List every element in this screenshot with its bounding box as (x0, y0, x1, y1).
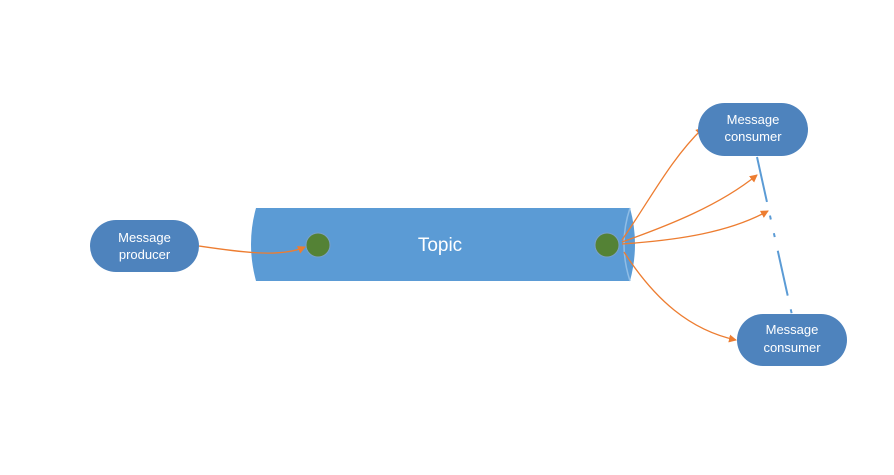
message-consumer-bottom-label-line1: Message (766, 322, 819, 337)
message-consumer-bottom-label-line2: consumer (763, 340, 821, 355)
message-dot-outbound (594, 232, 620, 258)
message-producer-label-line2: producer (119, 247, 171, 262)
arrow-topic-to-fanout-1 (621, 174, 758, 243)
arrow-topic-to-consumer-bottom (623, 251, 737, 343)
message-dot-inbound (305, 232, 331, 258)
message-consumer-node-top: Message consumer (698, 103, 808, 156)
message-producer-label-line1: Message (118, 230, 171, 245)
message-consumer-top-label-line2: consumer (724, 129, 782, 144)
arrow-topic-to-consumer-top (621, 127, 704, 241)
arrow-topic-to-fanout-2 (621, 210, 769, 245)
topic-label: Topic (418, 235, 462, 256)
message-consumer-bottom-shape (737, 314, 847, 366)
topic-cylinder-body (251, 208, 635, 281)
consumers-connector-line (756, 156, 793, 316)
message-producer-node: Message producer (90, 220, 199, 272)
message-producer-shape (90, 220, 199, 272)
message-consumer-top-label-line1: Message (727, 112, 780, 127)
arrow-producer-to-topic (198, 245, 306, 254)
message-consumer-top-shape (698, 103, 808, 156)
message-consumer-node-bottom: Message consumer (737, 314, 847, 366)
